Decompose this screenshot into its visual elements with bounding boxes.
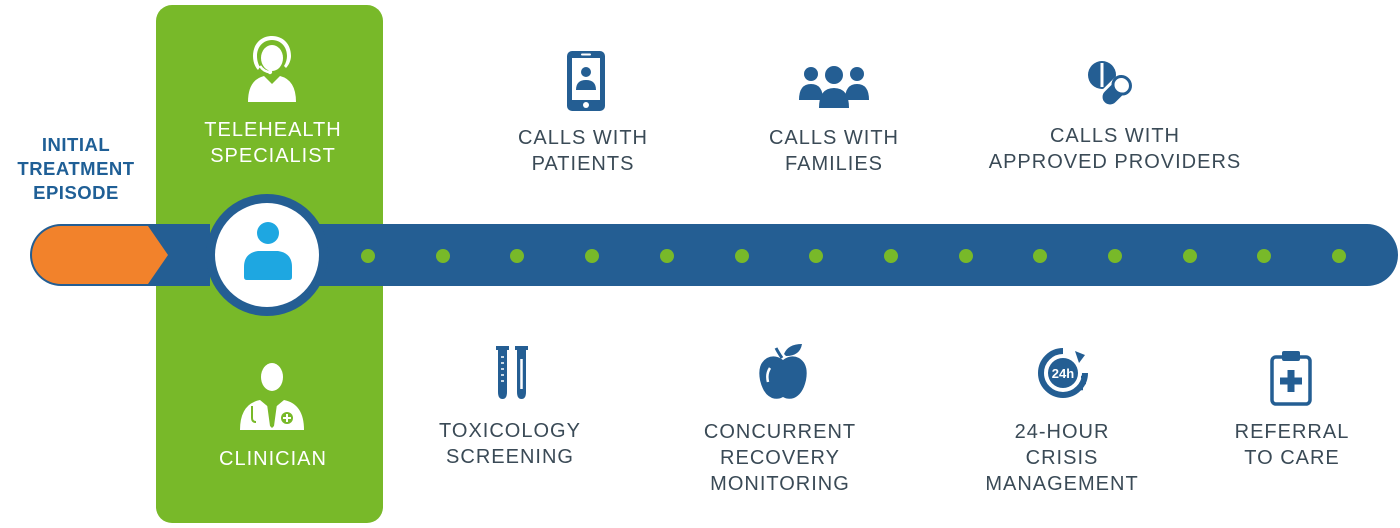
timeline-bar (260, 224, 1398, 286)
timeline-dot (1257, 249, 1272, 263)
timeline-dot (585, 249, 600, 263)
patient-marker (206, 194, 328, 316)
timeline-dot (1182, 249, 1197, 263)
pills-icon (1088, 61, 1132, 108)
headset-specialist-icon (248, 36, 296, 102)
referral-label: REFERRAL TO CARE (1234, 421, 1350, 469)
telehealth-specialist-label: TELEHEALTH SPECIALIST (204, 119, 342, 167)
clinician-label: CLINICIAN (219, 448, 327, 470)
calls-providers-label: CALLS WITH APPROVED PROVIDERS (988, 125, 1242, 173)
timeline-dot (734, 249, 749, 263)
timeline-dot (883, 249, 898, 263)
timeline-dot (361, 249, 375, 263)
timeline-dot (1108, 249, 1122, 263)
timeline-dot (510, 249, 525, 263)
timeline-dot (435, 249, 450, 263)
crisis-management-label: 24-HOUR CRISIS MANAGEMENT (985, 421, 1139, 495)
family-group-icon (799, 66, 869, 108)
timeline-dot (1332, 249, 1347, 263)
timeline-dot (659, 249, 674, 263)
timeline-dot (958, 249, 973, 263)
timeline-dot (809, 249, 824, 263)
calls-patients-label: CALLS WITH PATIENTS (517, 127, 649, 175)
initial-episode-arrow (32, 226, 169, 284)
patient-icon (244, 222, 292, 280)
apple-icon (759, 344, 807, 399)
test-tubes-icon (496, 346, 528, 399)
recovery-monitoring-label: CONCURRENT RECOVERY MONITORING (703, 421, 857, 495)
clipboard-medical-icon (1270, 351, 1312, 406)
smartphone-patient-icon (567, 51, 605, 111)
clinician-icon (240, 363, 304, 430)
toxicology-label: TOXICOLOGY SCREENING (439, 420, 581, 468)
calls-families-label: CALLS WITH FAMILIES (768, 127, 900, 175)
24-hour-icon: 24h (1038, 348, 1088, 398)
initial-treatment-episode-label: INITIAL TREATMENT EPISODE (17, 134, 135, 203)
24h-text: 24h (1052, 366, 1074, 381)
timeline-dot (1033, 249, 1048, 263)
